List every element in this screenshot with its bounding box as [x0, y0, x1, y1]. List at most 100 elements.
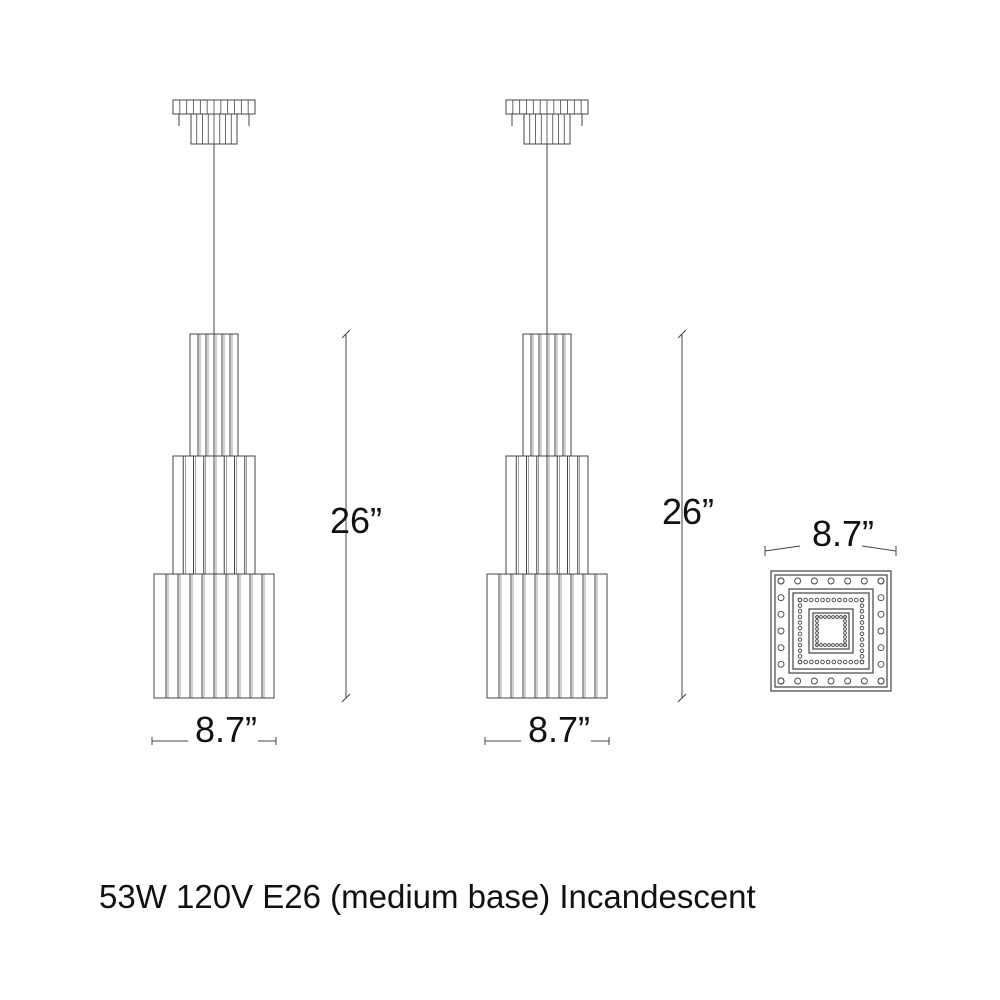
- crystal-bead: [859, 648, 865, 653]
- lower-tier: [153, 573, 275, 699]
- crystal-bead: [777, 660, 785, 668]
- pendant-front-view-2: [484, 99, 687, 745]
- inner-frame-inner: [812, 612, 850, 650]
- crystal-bead: [815, 639, 819, 643]
- crystal-bead: [877, 677, 885, 685]
- crystal-bead: [810, 577, 818, 585]
- crystal-bead: [859, 659, 865, 665]
- middle-frame: [788, 588, 874, 674]
- crystal-bead: [797, 603, 803, 608]
- crystal-bead: [814, 659, 820, 665]
- height-dimension-line: [677, 329, 687, 703]
- crystal-bead: [859, 597, 865, 603]
- crystal-bead: [854, 597, 859, 603]
- crystal-bead: [843, 627, 847, 631]
- crystal-bead: [854, 659, 859, 665]
- crystal-bead: [842, 597, 848, 603]
- crystal-bead: [859, 631, 865, 637]
- crystal-bead: [831, 643, 835, 647]
- inner-frame: [808, 608, 854, 654]
- crystal-bead: [877, 660, 885, 668]
- crystal-bead: [877, 610, 885, 618]
- crystal-bead: [797, 597, 803, 603]
- crystal-bead: [843, 635, 847, 639]
- crystal-bead: [815, 631, 819, 635]
- crystal-bead: [860, 677, 868, 685]
- crystal-bead: [827, 643, 831, 647]
- crystal-bead: [837, 597, 842, 603]
- crystal-bead: [839, 643, 843, 647]
- crystal-bead: [797, 614, 803, 620]
- crystal-bead: [777, 627, 785, 635]
- crystal-bead: [859, 620, 865, 625]
- crystal-bead: [777, 594, 785, 602]
- crystal-bead: [819, 643, 823, 647]
- outer-frame-inner: [774, 574, 888, 688]
- crystal-bead: [859, 609, 865, 614]
- crystal-bead: [827, 677, 835, 685]
- height-dimension-label-2: 26”: [662, 491, 714, 532]
- crystal-bead: [777, 610, 785, 618]
- crystal-bead: [860, 577, 868, 585]
- crystal-bead: [815, 627, 819, 631]
- crystal-bead: [835, 615, 839, 619]
- crystal-bead: [797, 631, 803, 637]
- upper-tier: [522, 333, 572, 457]
- crystal-bead: [843, 631, 847, 635]
- crystal-bead: [777, 644, 785, 652]
- crystal-bead: [859, 614, 865, 620]
- upper-tier: [189, 333, 239, 457]
- crystal-bead: [823, 615, 827, 619]
- crystal-bead: [797, 642, 803, 648]
- crystal-bead: [823, 643, 827, 647]
- crystal-bead: [797, 609, 803, 614]
- width-dimension-label-1: 8.7”: [195, 709, 257, 750]
- crystal-bead: [859, 603, 865, 608]
- crystal-bead: [794, 577, 802, 585]
- crystal-bead: [810, 677, 818, 685]
- crystal-bead: [777, 677, 785, 685]
- crystal-bead: [797, 654, 803, 659]
- crystal-bead: [815, 615, 819, 619]
- crystal-bead: [803, 659, 808, 665]
- crystal-bead: [815, 623, 819, 627]
- ceiling-canopy: [172, 99, 256, 145]
- crystal-bead: [797, 620, 803, 625]
- crystal-bead: [809, 597, 814, 603]
- pendant-top-view: [764, 545, 897, 692]
- crystal-bead: [859, 642, 865, 648]
- bulb-specification: 53W 120V E26 (medium base) Incandescent: [99, 878, 756, 915]
- crystal-bead: [825, 597, 831, 603]
- crystal-bead: [797, 625, 803, 631]
- top-view-width-dimension: [764, 545, 897, 556]
- crystal-bead: [859, 654, 865, 659]
- crystal-bead: [859, 637, 865, 642]
- crystal-bead: [815, 643, 819, 647]
- crystal-bead: [877, 594, 885, 602]
- crystal-bead: [797, 648, 803, 653]
- crystal-bead: [843, 615, 847, 619]
- outer-frame: [770, 570, 892, 692]
- crystal-bead: [820, 659, 825, 665]
- crystal-bead: [844, 577, 852, 585]
- crystal-bead: [842, 659, 848, 665]
- crystal-bead: [820, 597, 825, 603]
- crystal-bead: [835, 643, 839, 647]
- crystal-bead: [844, 677, 852, 685]
- crystal-bead: [809, 659, 814, 665]
- width-dimension-line: [484, 737, 610, 745]
- crystal-bead: [843, 623, 847, 627]
- middle-tier: [505, 455, 589, 575]
- crystal-bead: [815, 635, 819, 639]
- crystal-bead: [814, 597, 820, 603]
- crystal-bead: [831, 615, 835, 619]
- crystal-bead: [877, 644, 885, 652]
- crystal-bead: [837, 659, 842, 665]
- crystal-bead: [827, 577, 835, 585]
- crystal-bead: [825, 659, 831, 665]
- crystal-bead: [777, 577, 785, 585]
- crystal-bead: [794, 677, 802, 685]
- crystal-bead: [848, 659, 853, 665]
- crystal-bead: [819, 615, 823, 619]
